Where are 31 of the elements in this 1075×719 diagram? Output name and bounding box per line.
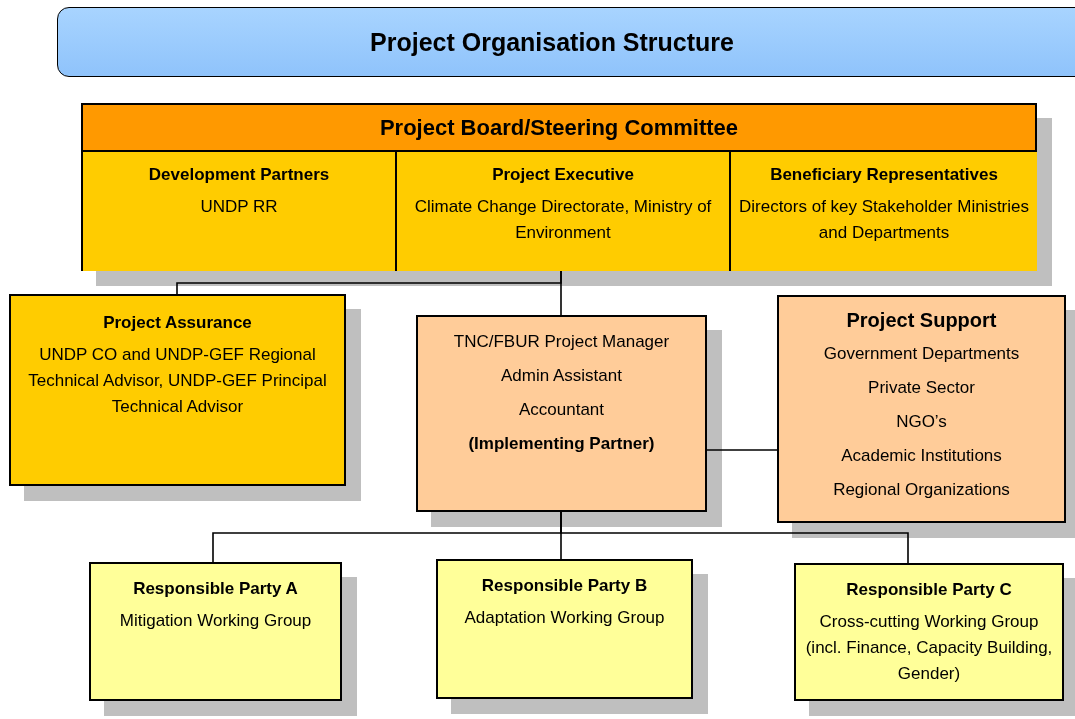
heading-text: Responsible Party B: [480, 575, 649, 597]
body-text: Cross-cutting Working Group (incl. Finance, Capacity Building, Gender): [804, 611, 1054, 685]
role-text: Accountant: [517, 399, 606, 421]
heading-text: Project Board/Steering Committee: [83, 105, 1035, 152]
body-text: Private Sector: [867, 377, 976, 399]
connector-line: [706, 449, 778, 451]
role-text: Admin Assistant: [500, 365, 623, 387]
heading-text: Project Support: [845, 308, 998, 333]
title-banner: Project Organisation Structure: [57, 7, 1075, 77]
heading-text: Responsible Party A: [132, 578, 299, 600]
body-text: UNDP CO and UNDP-GEF Regional Technical Advisor, UNDP-GEF Principal Technical Advisor: [27, 344, 328, 418]
body-text: Government Departments: [822, 343, 1021, 365]
body-text: Climate Change Directorate, Ministry of Environment: [413, 196, 713, 244]
body-text: Academic Institutions: [840, 445, 1003, 467]
heading-text: Project Executive: [491, 164, 635, 186]
heading-text: Beneficiary Representatives: [769, 164, 999, 186]
panel-cell: [395, 152, 731, 271]
body-text: Regional Organizations: [832, 479, 1011, 501]
role-note: (Implementing Partner): [467, 433, 656, 455]
body-text: Mitigation Working Group: [118, 610, 313, 632]
panel-cell: [731, 152, 1037, 271]
body-text: NGO’s: [895, 411, 948, 433]
connector-line: [560, 511, 909, 564]
heading-text: Responsible Party C: [845, 579, 1013, 601]
connector-line: [560, 270, 562, 316]
role-text: TNC/FBUR Project Manager: [452, 331, 671, 353]
heading-text: Project Assurance: [102, 312, 253, 334]
body-text: UNDP RR: [199, 196, 279, 218]
body-text: Directors of key Stakeholder Ministries and Departments: [737, 196, 1030, 244]
heading-text: Development Partners: [147, 164, 331, 186]
body-text: Adaptation Working Group: [463, 607, 666, 629]
